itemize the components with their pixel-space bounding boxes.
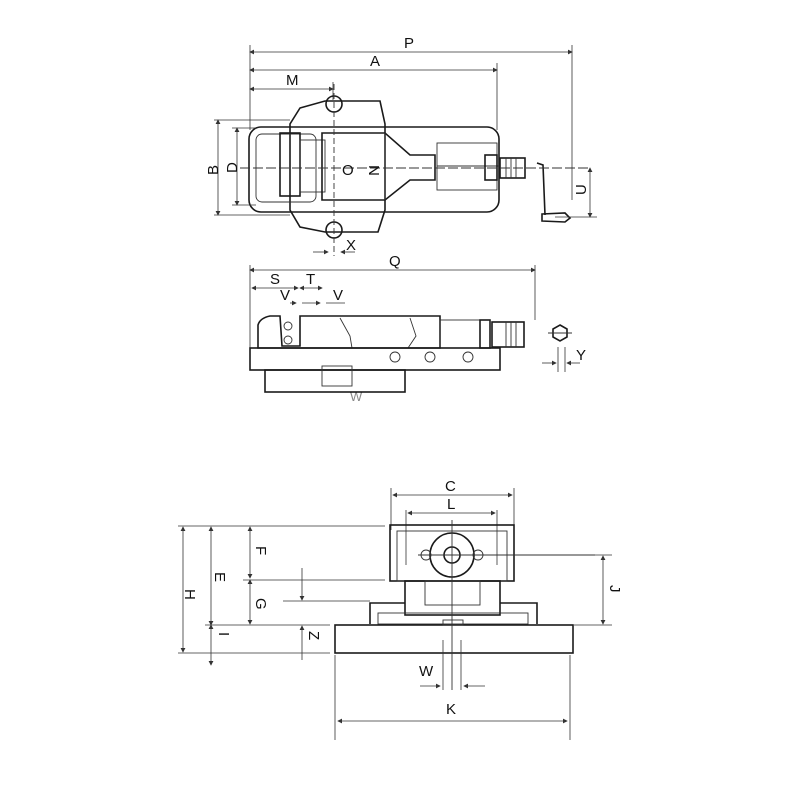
label-L: L: [447, 496, 455, 513]
label-M: M: [286, 72, 299, 89]
label-V2: V: [333, 287, 343, 304]
label-S: S: [270, 271, 280, 288]
label-C: C: [445, 478, 456, 495]
label-Q: Q: [389, 253, 401, 270]
label-F: F: [252, 546, 269, 555]
front-view: C L H E I F: [178, 478, 623, 740]
label-N: N: [365, 165, 382, 176]
side-view: Q S T V V Y W: [249, 253, 586, 404]
label-D: D: [224, 162, 241, 173]
label-Z: Z: [305, 631, 322, 640]
label-U: U: [573, 184, 590, 195]
label-X: X: [346, 237, 356, 254]
label-J: J: [606, 585, 623, 593]
top-view: P A M O: [205, 35, 597, 256]
label-G: G: [252, 598, 269, 610]
label-Y: Y: [576, 347, 586, 364]
label-V1: V: [280, 287, 290, 304]
label-I: I: [215, 632, 232, 636]
label-K: K: [446, 701, 456, 718]
label-W-partial: W: [350, 389, 363, 404]
label-E: E: [211, 572, 228, 582]
label-P: P: [404, 35, 414, 52]
label-A: A: [370, 53, 380, 70]
label-H: H: [181, 589, 198, 600]
label-W: W: [419, 663, 434, 680]
label-B: B: [205, 165, 222, 175]
label-O: O: [342, 162, 354, 179]
label-T: T: [306, 271, 315, 288]
